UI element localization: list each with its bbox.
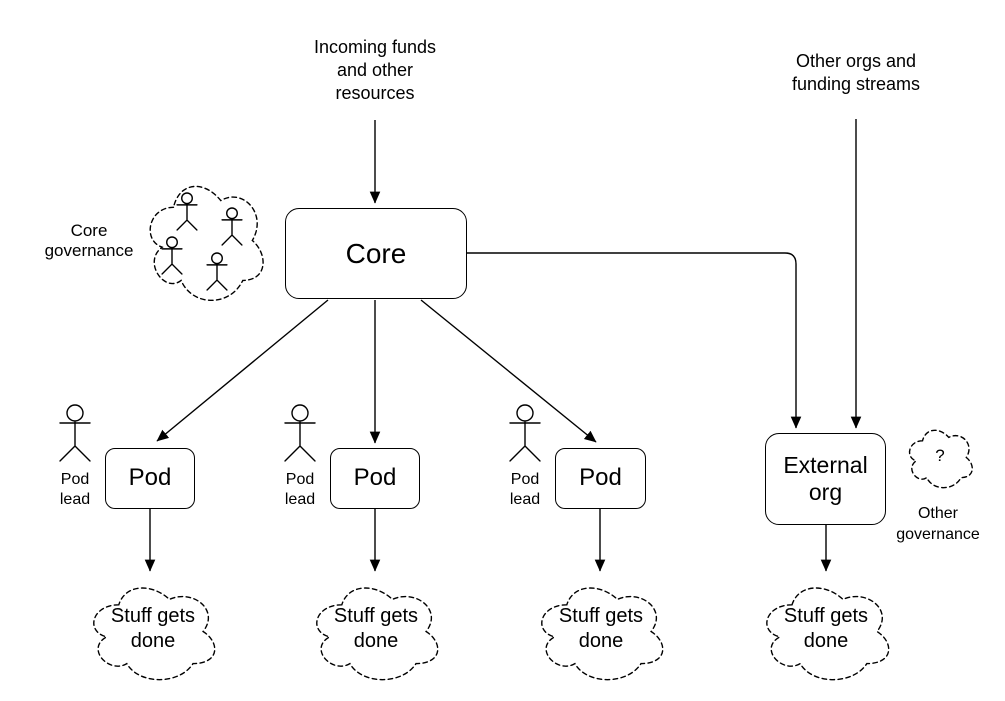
pod2-node: Pod xyxy=(330,448,420,509)
pod3-node: Pod xyxy=(555,448,646,509)
external-output-label: Stuff gets done xyxy=(783,605,869,652)
core-governance-cloud xyxy=(149,185,264,302)
other-governance-cloud xyxy=(908,429,973,489)
core-governance-label: Core governance xyxy=(44,221,134,260)
pod1-lead-label: Pod lead xyxy=(59,471,91,508)
pod2-output-label: Stuff gets done xyxy=(333,605,419,652)
external-org-node: External org xyxy=(765,433,886,525)
pod3-output-label: Stuff gets done xyxy=(558,605,644,652)
person-icon pod-lead-2-icon xyxy=(284,404,316,462)
other-orgs-label: Other orgs and funding streams xyxy=(791,51,921,94)
other-governance-label: Other governance xyxy=(896,505,980,543)
core-node: Core xyxy=(285,208,467,299)
person-icon pod-lead-1-icon xyxy=(59,404,91,462)
person-icon xyxy=(176,192,198,231)
person-icon xyxy=(221,207,243,246)
pod2-lead-label: Pod lead xyxy=(284,471,316,508)
other-governance-question: ? xyxy=(935,446,945,465)
person-icon xyxy=(161,236,183,275)
output-cloud-external xyxy=(766,587,890,681)
incoming-funds-label: Incoming funds and other resources xyxy=(313,37,437,103)
arrow-core-to-pod3 xyxy=(420,299,597,443)
pod3-lead-label: Pod lead xyxy=(509,471,541,508)
pod1-output-label: Stuff gets done xyxy=(110,605,196,652)
output-cloud-pod2 xyxy=(316,587,439,681)
output-cloud-pod3 xyxy=(541,587,664,681)
pod1-node: Pod xyxy=(105,448,195,509)
person-icon xyxy=(206,252,228,291)
arrow-core-to-external xyxy=(467,252,802,429)
person-icon pod-lead-3-icon xyxy=(509,404,541,462)
arrow-core-to-pod1 xyxy=(156,299,329,442)
output-cloud-pod1 xyxy=(93,587,216,681)
